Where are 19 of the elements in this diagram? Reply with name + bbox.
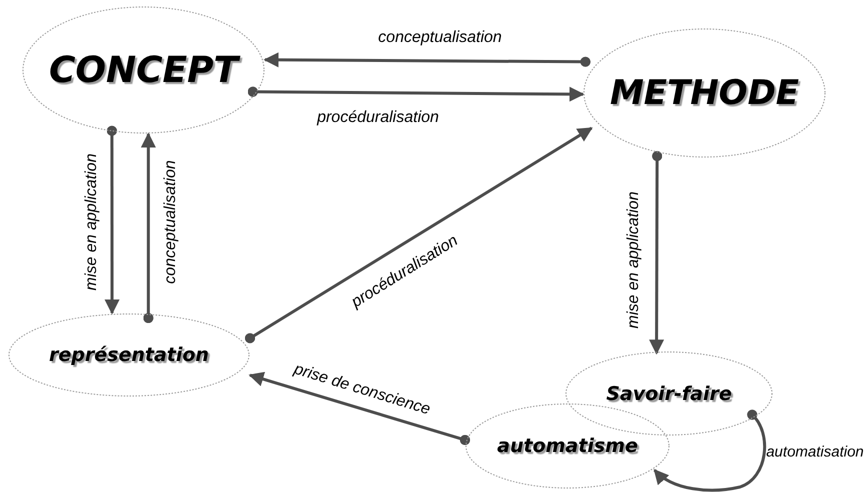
node-label: CONCEPT bbox=[48, 50, 238, 90]
edge-label: conceptualisation bbox=[378, 29, 502, 47]
edge-label: conceptualisation bbox=[162, 160, 180, 284]
arrow bbox=[104, 126, 120, 314]
node-label: Savoir-faire bbox=[606, 382, 732, 404]
node-label: représentation bbox=[49, 344, 209, 366]
arrow bbox=[264, 52, 591, 68]
arrow bbox=[248, 372, 470, 446]
node-label: automatisme bbox=[497, 435, 638, 457]
arrow bbox=[654, 410, 766, 492]
node-label: METHODE bbox=[610, 73, 800, 113]
edge-label: mise en application bbox=[625, 192, 643, 328]
edge-label: automatisation bbox=[766, 444, 864, 460]
arrow bbox=[649, 150, 664, 355]
arrow bbox=[140, 132, 156, 324]
arrow bbox=[244, 126, 593, 344]
edge-label: mise en application bbox=[83, 154, 101, 290]
arrow bbox=[248, 86, 584, 102]
edge-label: procéduralisation bbox=[317, 109, 439, 127]
